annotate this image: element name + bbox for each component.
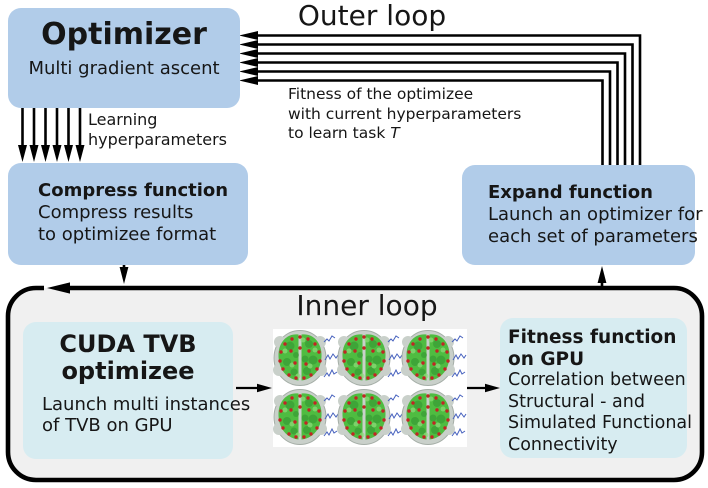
optimizer-box: Optimizer Multi gradient ascent	[8, 8, 240, 108]
outer-feedback-arrowheads	[239, 31, 258, 85]
brain-images	[272, 330, 467, 445]
optimizer-subtitle: Multi gradient ascent	[28, 58, 220, 79]
cuda-tvb-optimizee-box: CUDA TVB optimizee Launch multi instance…	[23, 322, 250, 459]
brain-image	[336, 389, 403, 445]
inner-loop-border	[5, 285, 705, 483]
fitness-function-box: Fitness function on GPU Correlation betw…	[500, 318, 692, 458]
hyperparameter-arrowheads	[18, 145, 85, 162]
fitness-function-title-line1: Fitness function	[508, 327, 677, 348]
cuda-title-line1: CUDA TVB	[59, 330, 197, 358]
brains-to-fitness-arrow	[467, 383, 500, 393]
brain-image	[272, 330, 339, 386]
brain-image	[400, 330, 467, 386]
fitness-note-label: Fitness of the optimizee with current hy…	[288, 85, 522, 142]
learning-hyperparameters-label: Learning hyperparameters	[88, 110, 227, 149]
optimizee-to-brains-arrow	[236, 383, 272, 393]
brain-image	[400, 389, 467, 445]
compress-to-inner-arrow	[119, 262, 129, 284]
fitness-function-title-line2: on GPU	[508, 348, 585, 370]
optimizer-title: Optimizer	[41, 17, 207, 52]
brain-image	[336, 330, 403, 386]
outer-feedback-arrows	[254, 34, 642, 165]
compress-function-title: Compress function	[38, 180, 229, 201]
brain-image	[272, 389, 339, 445]
outer-loop-title: Outer loop	[297, 0, 447, 32]
inner-to-expand-arrow	[597, 266, 607, 288]
task-symbol: T	[390, 124, 400, 142]
brain-simulation-grid	[272, 329, 467, 447]
compress-function-box: Compress function Compress results to op…	[8, 163, 248, 265]
inner-loop-direction-arrowhead	[47, 282, 70, 294]
inner-loop-title: Inner loop	[296, 289, 438, 322]
hyperparameter-arrows	[21, 108, 82, 147]
cuda-title-line2: optimizee	[61, 357, 195, 385]
expand-function-title: Expand function	[488, 182, 653, 203]
expand-function-box: Expand function Launch an optimizer for …	[462, 165, 703, 265]
